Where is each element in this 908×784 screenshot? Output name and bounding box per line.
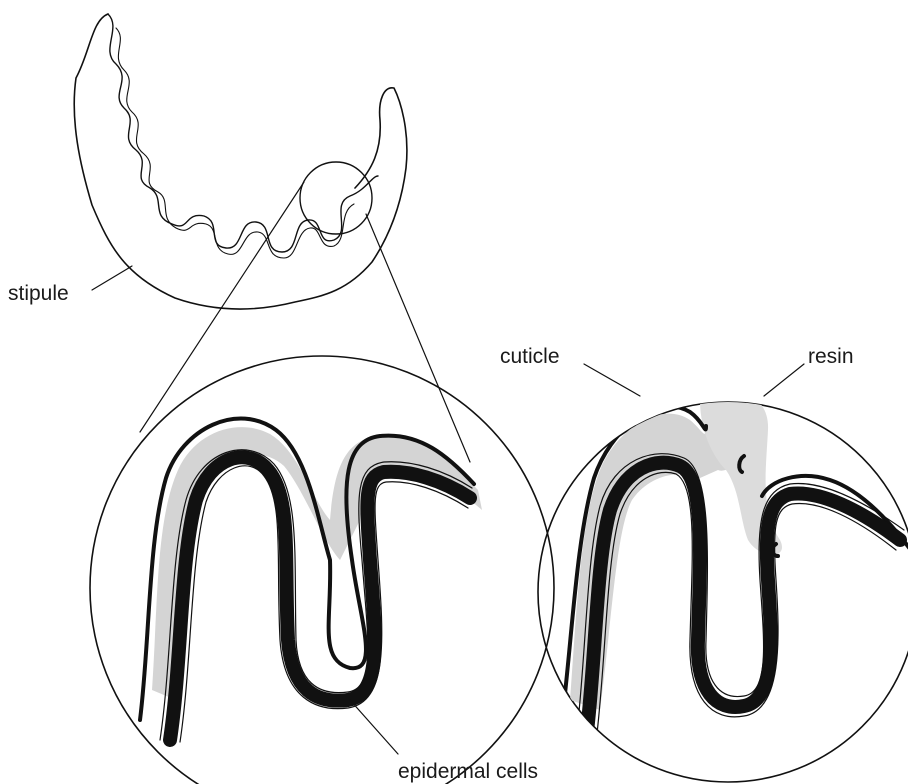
magnified-view-intact bbox=[90, 356, 554, 784]
label-cuticle: cuticle bbox=[500, 345, 560, 368]
stipule-outline bbox=[74, 14, 407, 309]
label-stipule-group: stipule bbox=[8, 266, 132, 305]
label-resin: resin bbox=[808, 345, 854, 368]
label-resin-group: resin bbox=[764, 345, 854, 396]
epidermal-band-left bbox=[170, 457, 470, 740]
label-epidermal-cells: epidermal cells bbox=[398, 760, 538, 783]
zoom-connector-lines bbox=[140, 182, 470, 462]
label-epidermal-cells-group: epidermal cells bbox=[350, 700, 538, 783]
label-stipule: stipule bbox=[8, 282, 69, 305]
stipule-inner-folded-edge bbox=[108, 14, 378, 258]
label-cuticle-group: cuticle bbox=[500, 345, 640, 396]
magnifier-circle-small bbox=[300, 162, 372, 234]
stippled-fill-left bbox=[152, 427, 482, 700]
magnified-view-resin-secretion bbox=[538, 390, 908, 782]
